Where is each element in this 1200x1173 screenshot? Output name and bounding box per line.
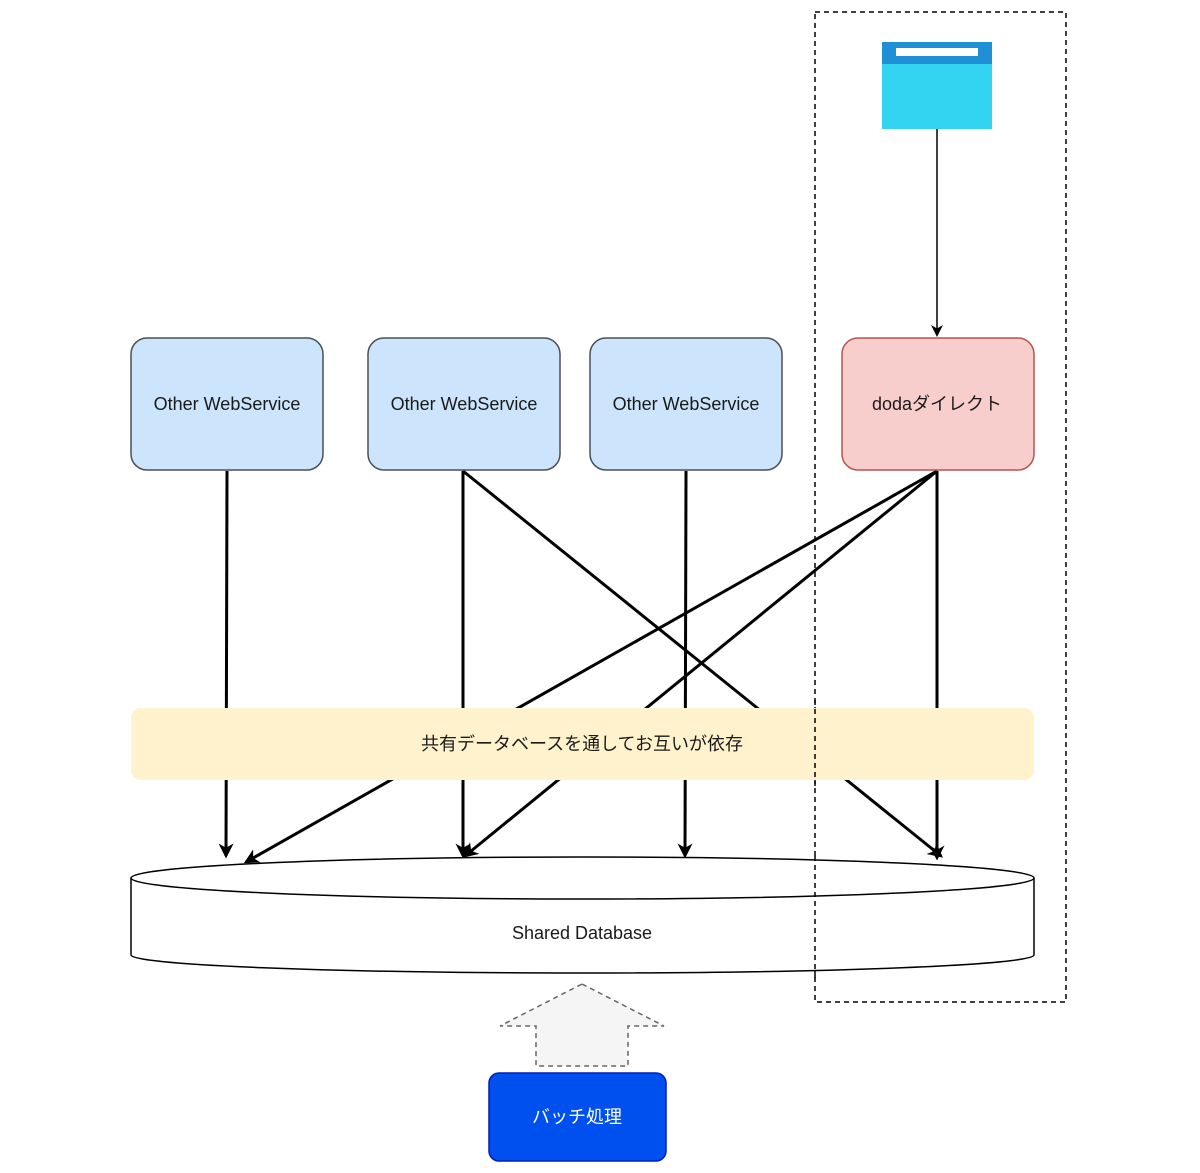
doda-box[interactable]: dodaダイレクト	[841, 337, 1035, 471]
service-3-to-db-arrow	[677, 470, 693, 859]
doda-to-db-left-arrow	[243, 469, 938, 864]
batch-process-box[interactable]: バッチ処理	[488, 1072, 667, 1162]
service-box-3[interactable]: Other WebService	[589, 337, 783, 471]
db-connectors	[218, 469, 945, 864]
service-box-3-label: Other WebService	[613, 394, 760, 414]
shared-database[interactable]: Shared Database	[130, 856, 1035, 974]
service-1-to-db-arrow	[218, 470, 234, 859]
service-box-2[interactable]: Other WebService	[367, 337, 561, 471]
doda-box-label: dodaダイレクト	[872, 394, 1002, 414]
browser-window-icon	[882, 42, 992, 129]
batch-process-label: バッチ処理	[532, 1107, 622, 1127]
batch-to-db-upload-arrow	[499, 983, 665, 1067]
service-box-2-label: Other WebService	[391, 394, 538, 414]
doda-to-db-mid-arrow	[463, 469, 938, 858]
service-box-1-label: Other WebService	[154, 394, 301, 414]
service-box-1[interactable]: Other WebService	[130, 337, 324, 471]
doda-boundary	[814, 11, 1067, 1003]
dependency-band: 共有データベースを通してお互いが依存	[131, 708, 1034, 780]
shared-database-label: Shared Database	[512, 923, 652, 943]
dependency-band-label: 共有データベースを通してお互いが依存	[421, 734, 743, 754]
